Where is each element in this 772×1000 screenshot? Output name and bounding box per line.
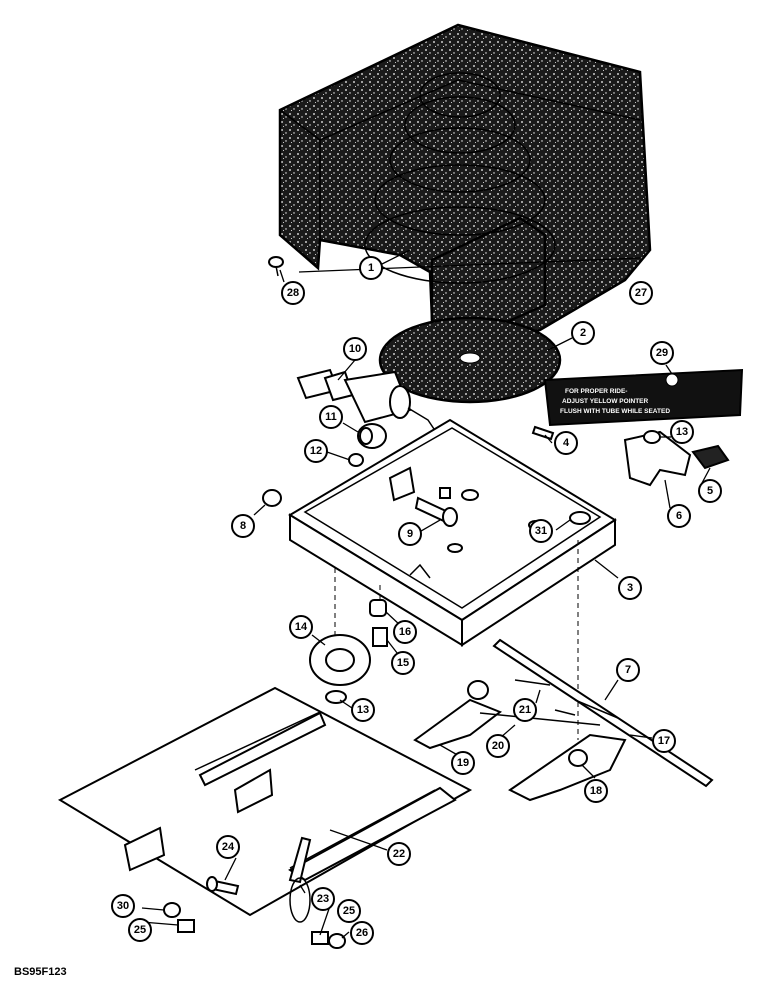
callout-11: 11 <box>319 405 343 429</box>
bushing <box>357 423 387 449</box>
callout-1: 1 <box>359 256 383 280</box>
svg-text:7: 7 <box>625 664 631 676</box>
bolt-24 <box>206 876 240 896</box>
pivot-pin <box>414 496 458 527</box>
leader-lines <box>141 249 711 939</box>
cap-nut <box>262 489 282 507</box>
callout-17: 17 <box>652 729 676 753</box>
svg-text:28: 28 <box>287 287 299 299</box>
coil-spring <box>364 72 556 284</box>
spring-seat-disc <box>378 316 562 404</box>
callout-13-upper: 13 <box>670 420 694 444</box>
callout-7: 7 <box>616 658 640 682</box>
svg-text:13: 13 <box>357 704 369 716</box>
svg-text:19: 19 <box>457 757 469 769</box>
roller-wheel <box>309 634 371 686</box>
callout-5: 5 <box>698 479 722 503</box>
callout-13-lower: 13 <box>351 698 375 722</box>
decal-line-3: FLUSH WITH TUBE WHILE SEATED <box>560 408 670 415</box>
callout-12: 12 <box>304 439 328 463</box>
svg-text:17: 17 <box>658 735 670 747</box>
callout-15: 15 <box>391 651 415 675</box>
nut <box>348 453 364 467</box>
decal-line-2: ADJUST YELLOW POINTER <box>562 398 648 405</box>
callout-8: 8 <box>231 514 255 538</box>
svg-text:31: 31 <box>535 525 547 537</box>
svg-text:6: 6 <box>676 510 682 522</box>
ride-adjust-decal: FOR PROPER RIDE- ADJUST YELLOW POINTER F… <box>543 368 744 427</box>
callout-25-right: 25 <box>337 899 361 923</box>
svg-text:14: 14 <box>295 621 308 633</box>
spacer <box>369 599 387 617</box>
nut-26 <box>328 933 346 949</box>
callout-30: 30 <box>111 894 135 918</box>
callout-25-left: 25 <box>128 918 152 942</box>
spacer-30 <box>163 902 181 918</box>
svg-text:20: 20 <box>492 740 504 752</box>
callout-23: 23 <box>311 887 335 911</box>
plate-25-right <box>311 931 329 945</box>
svg-text:1: 1 <box>368 262 374 274</box>
svg-text:3: 3 <box>627 582 633 594</box>
latch-assembly <box>413 679 627 802</box>
grommet <box>569 511 591 525</box>
svg-text:8: 8 <box>240 520 246 532</box>
cable-23 <box>288 836 312 923</box>
callout-2: 2 <box>571 321 595 345</box>
callout-28: 28 <box>281 281 305 305</box>
callout-6: 6 <box>667 504 691 528</box>
adjuster-knob <box>691 444 730 470</box>
shock-absorber <box>296 368 437 433</box>
callout-22: 22 <box>387 842 411 866</box>
callout-31: 31 <box>529 519 553 543</box>
svg-text:9: 9 <box>407 528 413 540</box>
svg-text:10: 10 <box>349 343 361 355</box>
svg-text:25: 25 <box>134 924 146 936</box>
callout-26: 26 <box>350 921 374 945</box>
svg-text:25: 25 <box>343 905 355 917</box>
svg-text:23: 23 <box>317 893 329 905</box>
callout-27: 27 <box>629 281 653 305</box>
svg-text:18: 18 <box>590 785 602 797</box>
callout-24: 24 <box>216 835 240 859</box>
screw-28 <box>268 256 284 277</box>
decal-line-1: FOR PROPER RIDE- <box>565 388 627 395</box>
svg-text:15: 15 <box>397 657 409 669</box>
svg-text:30: 30 <box>117 900 129 912</box>
washer-lower <box>325 690 347 704</box>
svg-text:12: 12 <box>310 445 322 457</box>
bracket <box>388 466 416 502</box>
svg-text:11: 11 <box>325 411 337 423</box>
svg-text:29: 29 <box>656 347 668 359</box>
adjuster-bracket <box>623 430 692 487</box>
slide-base-plate <box>57 686 473 917</box>
washer-upper <box>643 430 661 444</box>
svg-text:27: 27 <box>635 287 647 299</box>
svg-text:2: 2 <box>580 327 586 339</box>
svg-text:24: 24 <box>222 841 235 853</box>
callout-21: 21 <box>513 698 537 722</box>
roll-pin <box>531 425 555 441</box>
svg-text:4: 4 <box>563 437 570 449</box>
figure-code: BS95F123 <box>14 966 67 978</box>
callout-16: 16 <box>393 620 417 644</box>
callout-10: 10 <box>343 337 367 361</box>
callout-14: 14 <box>289 615 313 639</box>
callout-3: 3 <box>618 576 642 600</box>
svg-text:16: 16 <box>399 626 411 638</box>
svg-text:26: 26 <box>356 927 368 939</box>
callout-9: 9 <box>398 522 422 546</box>
callout-4: 4 <box>554 431 578 455</box>
svg-text:13: 13 <box>676 426 688 438</box>
callout-19: 19 <box>451 751 475 775</box>
callout-18: 18 <box>584 779 608 803</box>
svg-text:22: 22 <box>393 848 405 860</box>
callout-29: 29 <box>650 341 674 365</box>
callout-20: 20 <box>486 734 510 758</box>
svg-text:5: 5 <box>707 485 713 497</box>
bolt-15 <box>372 627 388 647</box>
svg-text:21: 21 <box>519 704 531 716</box>
plate-25-left <box>177 919 195 933</box>
